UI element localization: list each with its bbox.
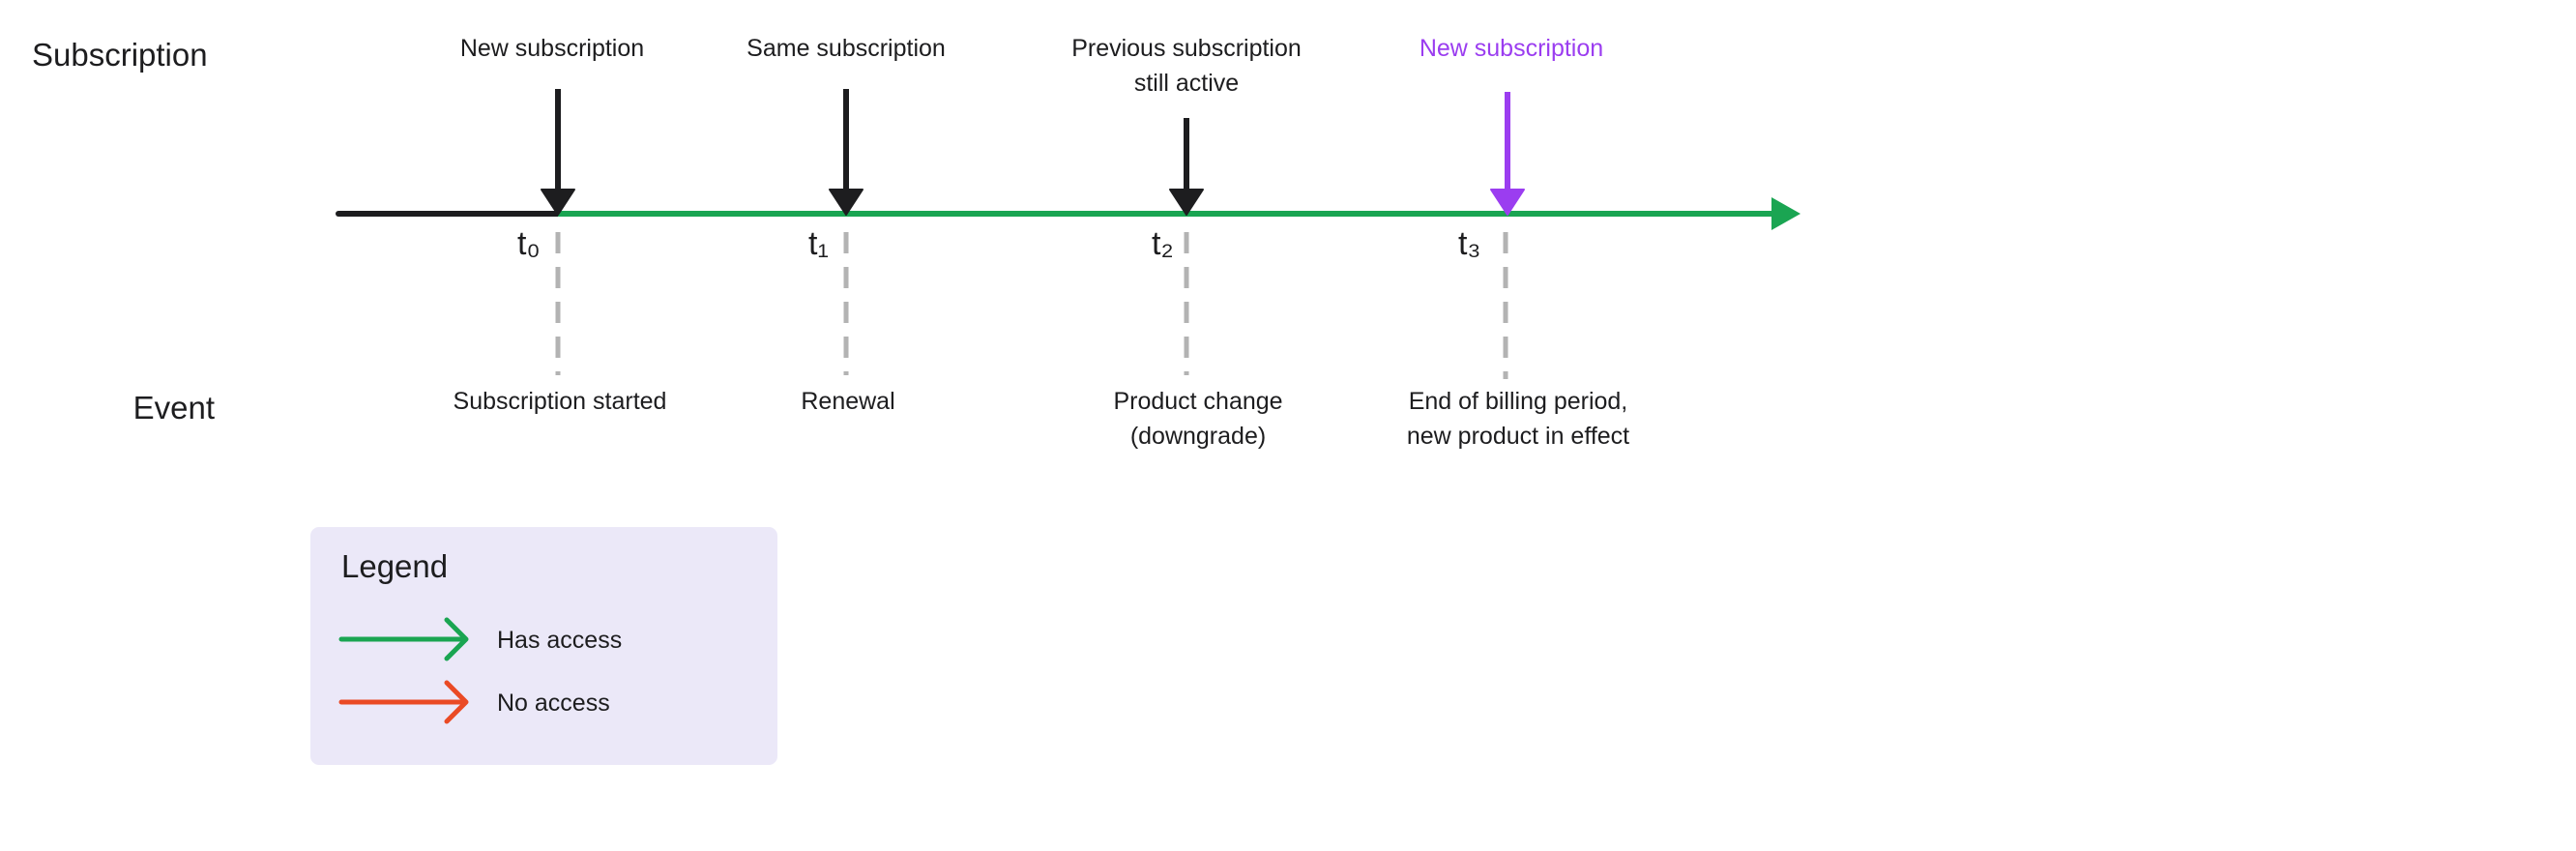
event-label-line-1: Product change [1113,388,1282,415]
event-label: Subscription started [454,388,667,415]
green-arrowhead-icon [444,617,469,661]
marker-top-label: Same subscription [746,35,946,62]
event-label-line-1: End of billing period, [1409,388,1628,415]
down-arrow-icon [1490,189,1525,216]
marker-t2: Previous subscription still active t₂ Pr… [1071,35,1302,450]
legend-box [310,527,777,765]
event-label-line-2: new product in effect [1407,423,1629,450]
red-arrowhead-icon [444,680,469,724]
down-arrow-icon [541,189,575,216]
down-arrow-icon [829,189,864,216]
marker-top-label: New subscription [460,35,644,62]
marker-top-label-line-1: Previous subscription [1071,35,1302,62]
legend-label: No access [497,690,610,717]
legend-item-has-access: Has access [338,617,622,661]
time-label: t₁ [808,225,829,262]
event-label: Renewal [801,388,894,415]
legend-title: Legend [341,548,448,584]
marker-t0: New subscription t₀ Subscription started [454,35,667,415]
marker-t3: New subscription t₃ End of billing perio… [1407,35,1629,450]
time-label: t₂ [1152,225,1174,262]
timeline-arrowhead-icon [1771,197,1800,230]
legend-label: Has access [497,627,622,654]
event-label-line-2: (downgrade) [1130,423,1266,450]
down-arrow-icon [1169,189,1204,216]
marker-t1: Same subscription t₁ Renewal [746,35,946,415]
time-label: t₀ [517,225,541,262]
row-label-event: Event [133,390,215,426]
marker-top-label-line-2: still active [1134,70,1239,97]
marker-top-label: New subscription [1420,35,1603,62]
legend: Legend Has access No access [310,527,777,765]
row-label-subscription: Subscription [32,37,208,73]
legend-item-no-access: No access [338,680,610,724]
time-label: t₃ [1458,225,1480,262]
